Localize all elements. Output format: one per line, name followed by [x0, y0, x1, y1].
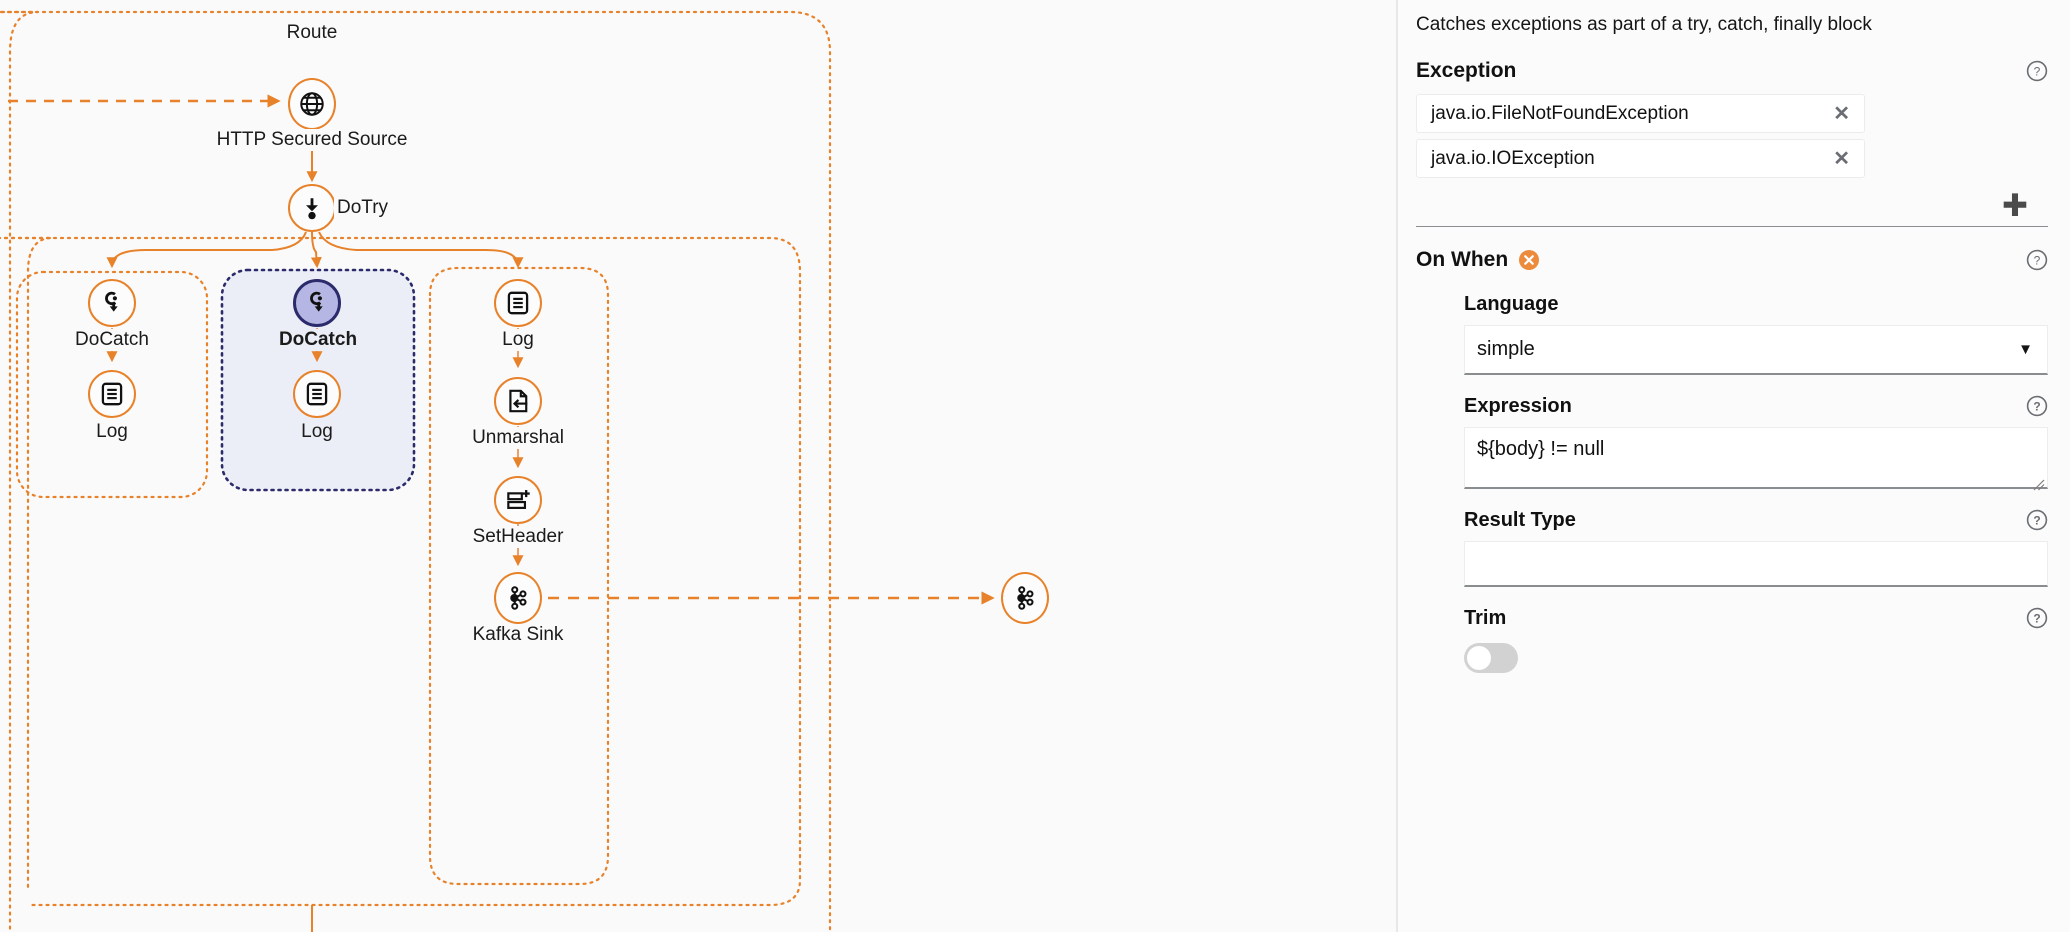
node-label-setheader: SetHeader — [469, 526, 567, 548]
exception-chip-row[interactable]: java.io.FileNotFoundException ✕ — [1416, 94, 1865, 133]
language-label: Language — [1464, 292, 1559, 315]
on-when-title: On When — [1416, 248, 1509, 271]
kafka-icon — [505, 585, 531, 611]
flow-canvas[interactable]: Route HTTP Secured Source — [0, 0, 1396, 932]
kafka-icon — [1012, 585, 1038, 611]
trim-toggle[interactable] — [1464, 643, 1518, 673]
on-when-section-header: On When ? — [1416, 247, 2048, 273]
svg-text:?: ? — [2033, 612, 2040, 626]
node-label-unmarshal: Unmarshal — [469, 427, 567, 449]
unmarshal-doc-icon — [505, 388, 531, 414]
exception-value: java.io.FileNotFoundException — [1431, 102, 1689, 124]
node-log-1[interactable] — [88, 370, 136, 418]
setheader-plus-icon — [505, 487, 532, 513]
close-icon[interactable]: ✕ — [1833, 102, 1850, 125]
catch-hook-icon — [100, 290, 125, 316]
node-kafka-sink[interactable] — [494, 572, 542, 624]
node-docatch-1[interactable] — [88, 279, 136, 327]
language-select[interactable]: simple ▼ — [1464, 325, 2048, 375]
panel-description: Catches exceptions as part of a try, cat… — [1416, 14, 1872, 35]
node-http-secured-source[interactable] — [288, 78, 336, 130]
svg-text:?: ? — [2034, 65, 2041, 79]
expression-value: ${body} != null — [1477, 438, 1605, 460]
node-label-log-2: Log — [298, 421, 336, 443]
expression-label: Expression — [1464, 394, 1572, 417]
node-label-docatch-2: DoCatch — [275, 329, 361, 351]
node-kafka-sink-end[interactable] — [1001, 572, 1049, 624]
result-type-label: Result Type — [1464, 508, 1576, 531]
node-setheader[interactable] — [494, 476, 542, 524]
exception-value: java.io.IOException — [1431, 147, 1595, 169]
exception-add-row: ✚ — [1416, 184, 2048, 226]
node-label-kafka-sink: Kafka Sink — [469, 624, 567, 646]
help-icon-expression[interactable]: ? — [2026, 395, 2048, 417]
result-type-label-row: Result Type ? — [1464, 507, 2048, 533]
node-label-dotry: DoTry — [334, 197, 392, 219]
result-type-input[interactable] — [1464, 541, 2048, 587]
globe-icon — [298, 90, 326, 118]
close-icon[interactable]: ✕ — [1833, 147, 1850, 170]
chevron-down-icon[interactable]: ▼ — [2018, 341, 2033, 358]
svg-text:?: ? — [2034, 254, 2041, 268]
log-lines-icon — [304, 381, 330, 407]
add-exception-button[interactable]: ✚ — [2002, 187, 2028, 223]
node-docatch-2-selected[interactable] — [293, 279, 341, 327]
trim-label-row: Trim ? — [1464, 605, 2048, 631]
help-icon-trim[interactable]: ? — [2026, 607, 2048, 629]
node-label-log-3: Log — [499, 329, 537, 351]
resize-handle-icon[interactable] — [2033, 474, 2045, 491]
route-group-label: Route — [286, 22, 338, 43]
exception-list: java.io.FileNotFoundException ✕ java.io.… — [1416, 94, 2048, 227]
help-icon-exception[interactable]: ? — [2026, 60, 2048, 82]
toggle-knob — [1467, 646, 1491, 670]
trim-label: Trim — [1464, 606, 1507, 629]
flow-connections — [0, 10, 995, 932]
exception-chip-row[interactable]: java.io.IOException ✕ — [1416, 139, 1865, 178]
language-label-row: Language — [1464, 291, 2048, 317]
svg-text:?: ? — [2033, 400, 2040, 414]
log-lines-icon — [99, 381, 125, 407]
node-log-3[interactable] — [494, 279, 542, 327]
expression-textarea[interactable]: ${body} != null — [1464, 427, 2048, 491]
properties-panel: Catches exceptions as part of a try, cat… — [1396, 0, 2070, 932]
on-when-fields: Language simple ▼ Expression ? ${body} !… — [1416, 291, 2048, 673]
help-icon-on-when[interactable]: ? — [2026, 249, 2048, 271]
help-icon-result-type[interactable]: ? — [2026, 509, 2048, 531]
node-log-2[interactable] — [293, 370, 341, 418]
svg-text:?: ? — [2033, 514, 2040, 528]
expression-label-row: Expression ? — [1464, 393, 2048, 419]
node-label-log-1: Log — [93, 421, 131, 443]
node-dotry[interactable] — [288, 184, 336, 232]
status-badge-error[interactable] — [1518, 249, 1540, 271]
exception-title: Exception — [1416, 59, 1517, 82]
node-unmarshal[interactable] — [494, 377, 542, 425]
log-lines-icon — [505, 290, 531, 316]
node-label-http-secured-source: HTTP Secured Source — [213, 129, 411, 151]
language-value: simple — [1477, 338, 1535, 360]
exception-section-header: Exception ? — [1416, 58, 2048, 84]
arrow-down-dot-icon — [299, 195, 325, 221]
node-label-docatch-1: DoCatch — [72, 329, 152, 351]
catch-hook-icon — [305, 290, 330, 316]
